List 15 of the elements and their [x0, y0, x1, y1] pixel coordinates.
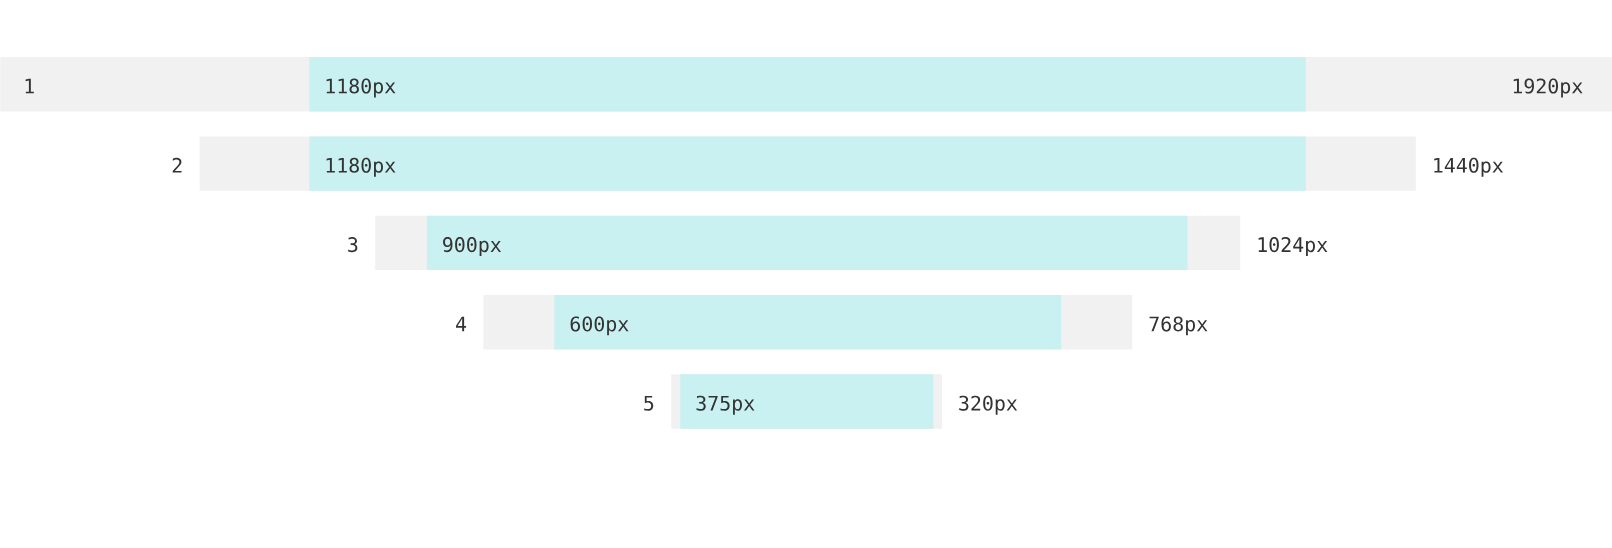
width-label: 1440px	[1434, 157, 1504, 177]
row-number: 2	[172, 157, 182, 173]
content-bar: 375px	[680, 374, 934, 429]
width-label: 1024px	[1258, 237, 1328, 257]
row-number: 1	[25, 78, 34, 94]
row-number: 4	[456, 316, 467, 332]
width-label: 320px	[959, 395, 1018, 415]
width-label: 1920px	[1513, 78, 1583, 98]
row-number: 3	[348, 237, 358, 253]
content-bar: 1180px	[309, 136, 1306, 191]
content-bar: 600px	[554, 295, 1062, 350]
width-label: 768px	[1149, 316, 1208, 336]
content-bar: 1180px	[309, 57, 1306, 112]
row-number: 5	[644, 395, 654, 411]
content-bar: 900px	[426, 215, 1188, 271]
